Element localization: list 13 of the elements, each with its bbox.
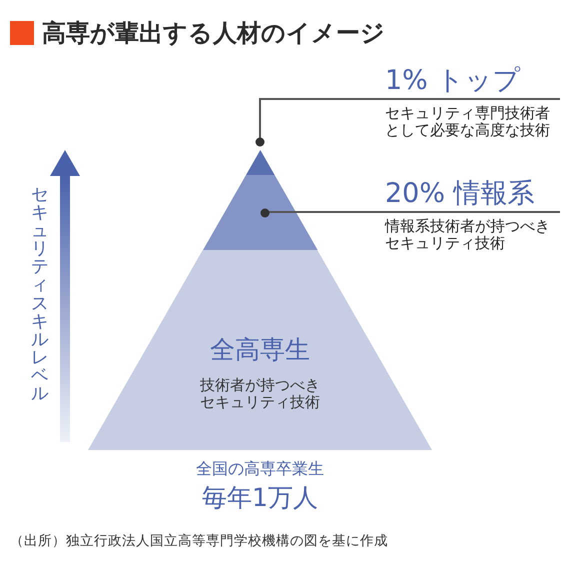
tier-heading: 全高専生 <box>210 334 310 366</box>
description-text: 情報系技術者が持つべきセキュリティ技術 <box>385 218 551 252</box>
leader-line <box>260 208 385 218</box>
axis-label: セキュリティスキルレベル <box>31 186 49 404</box>
base-label: 全国の高専卒業生 <box>196 459 324 479</box>
source-note: （出所）独立行政法人国立高等専門学校機構の図を基に作成 <box>10 533 388 550</box>
count-label: 毎年1万人 <box>202 482 318 514</box>
description-text: 技術者が持つべきセキュリティ技術 <box>199 377 321 411</box>
percentage-heading: 20% 情報系 <box>385 177 560 213</box>
percentage-heading: 1% トップ <box>385 64 560 100</box>
title: 高専が輩出する人材のイメージ <box>42 18 385 48</box>
leader-line <box>256 98 385 146</box>
description-text: セキュリティ専門技術者として必要な高度な技術 <box>385 105 551 139</box>
